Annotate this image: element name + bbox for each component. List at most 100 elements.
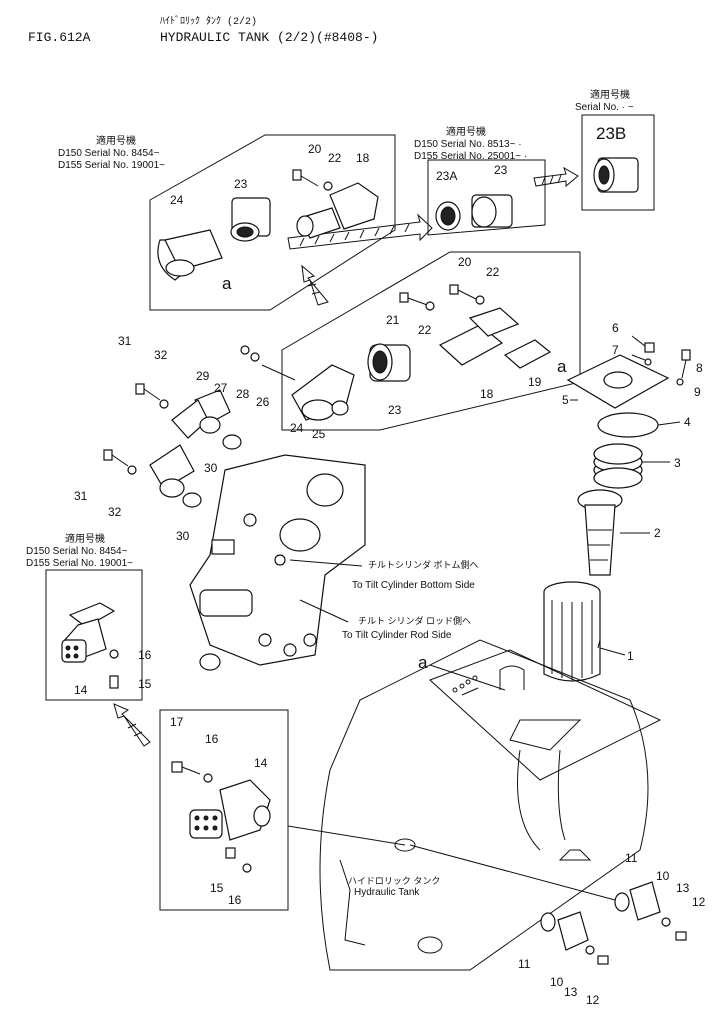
pipe-23-mid — [471, 194, 513, 228]
detail-frame-top-left — [149, 134, 396, 311]
serial-line-mid-left-2: D155 Serial No. 19001~ — [26, 558, 134, 569]
callout-15-box: 15 — [138, 677, 152, 691]
bolt-20-top — [292, 169, 319, 187]
title-japanese: ﾊｲﾄﾞﾛﾘｯｸ ﾀﾝｸ (2/2) — [160, 17, 258, 28]
serial-line-top-left-1: D150 Serial No. 8454~ — [58, 148, 160, 159]
callout-14-bottom: 14 — [254, 756, 268, 770]
gasket-19 — [503, 339, 552, 369]
serial-line-top-mid-2: D155 Serial No. 25001~ · — [414, 151, 528, 162]
o-ring-11-lower — [540, 912, 556, 932]
callout-16-box: 16 — [138, 648, 152, 662]
callout-31-upper: 31 — [118, 334, 132, 348]
callout-32-upper: 32 — [154, 348, 168, 362]
tilt-rod-label: To Tilt Cylinder Rod Side — [342, 630, 452, 641]
tilt-bottom-jp-label: チルトシリンダ ボトム側へ — [368, 560, 479, 570]
bolt-17 — [171, 761, 183, 773]
arrow-up-left — [113, 703, 151, 747]
tilt-bottom-label: To Tilt Cylinder Bottom Side — [352, 580, 475, 591]
callout-10-right: 10 — [656, 869, 670, 883]
tank-jp-label: ハイドロリック タンク — [348, 876, 441, 886]
callout-23B: 23B — [596, 124, 626, 143]
washer-16-box — [109, 649, 119, 659]
callout-23-mid: 23 — [494, 163, 508, 177]
callout-12-right: 12 — [692, 895, 706, 909]
serial-heading-mid-left: 適用号機 — [65, 534, 105, 545]
callout-20-top: 20 — [308, 142, 322, 156]
callout-26: 26 — [256, 395, 270, 409]
washer-16-upper — [203, 773, 213, 783]
callout-23-center: 23 — [388, 403, 402, 417]
callout-5: 5 — [562, 393, 569, 407]
o-ring-30-upper — [222, 434, 242, 450]
callout-15-bottom: 15 — [210, 881, 224, 895]
callout-1: 1 — [627, 649, 634, 663]
washer-16-lower — [242, 863, 252, 873]
pump-23-center — [367, 343, 411, 382]
callout-a-tank: a — [418, 653, 428, 672]
bolts-12-13 — [585, 917, 687, 965]
callout-6: 6 — [612, 321, 619, 335]
elbow-24-top — [157, 229, 223, 281]
bolt-15-box — [109, 675, 119, 689]
callout-31-lower: 31 — [74, 489, 88, 503]
strainer-14-bottom — [189, 779, 271, 841]
callout-22-center: 22 — [486, 265, 500, 279]
callout-32-lower: 32 — [108, 505, 122, 519]
hydraulic-tank — [319, 639, 662, 971]
callout-8: 8 — [696, 361, 703, 375]
callout-2: 2 — [654, 526, 661, 540]
pipe-23-top — [230, 197, 271, 242]
callout-11-right: 11 — [625, 851, 638, 865]
serial-line-top-right-1: Serial No. · ~ — [575, 102, 634, 113]
bolt-15-bottom — [225, 847, 236, 859]
callout-22-top: 22 — [328, 151, 342, 165]
callout-16-upper: 16 — [205, 732, 219, 746]
figure-title: HYDRAULIC TANK (2/2)(#8408-) — [160, 30, 379, 45]
fittings-26-27-28 — [240, 345, 296, 381]
callout-18-center: 18 — [480, 387, 494, 401]
o-ring-25 — [331, 400, 349, 416]
control-valve-block — [189, 454, 366, 671]
serial-line-mid-left-1: D150 Serial No. 8454~ — [26, 546, 128, 557]
callout-22-mid: 22 — [418, 323, 432, 337]
callout-20-center: 20 — [458, 255, 472, 269]
callout-a-top: a — [222, 274, 232, 293]
bolt-8-9 — [676, 349, 691, 386]
callout-24-center: 24 — [290, 421, 304, 435]
detail-frame-top-right — [581, 114, 655, 211]
cover-5 — [566, 354, 670, 409]
callout-30-upper: 30 — [204, 461, 218, 475]
callout-13-lower: 13 — [564, 985, 578, 999]
callout-21: 21 — [386, 313, 400, 327]
valve-2 — [577, 489, 623, 576]
arrow-to-top-right — [533, 166, 579, 188]
pipe-23B — [593, 157, 639, 193]
cover-10-right — [629, 881, 661, 921]
callout-24-top: 24 — [170, 193, 184, 207]
callout-a-center: a — [557, 357, 567, 376]
figure-number: FIG.612A — [28, 30, 91, 45]
bolt-6-7 — [644, 342, 655, 366]
detail-frame-bottom-left — [159, 709, 289, 911]
filter-element-1 — [543, 581, 601, 682]
detail-frame-top-mid — [427, 159, 546, 236]
callout-18-top: 18 — [356, 151, 370, 165]
flange-18-center — [438, 307, 520, 366]
bolts-20-21-center — [399, 284, 485, 311]
cover-10-lower — [557, 911, 589, 951]
tank-label: Hydraulic Tank — [354, 887, 420, 898]
serial-line-top-mid-1: D150 Serial No. 8513~ · — [414, 139, 522, 150]
callout-12-lower: 12 — [586, 993, 600, 1007]
o-ring-4 — [597, 412, 659, 438]
serial-heading-top-right: 適用号機 — [590, 90, 630, 101]
flange-18-top — [296, 182, 379, 239]
callout-17: 17 — [170, 715, 184, 729]
callout-7: 7 — [612, 343, 619, 357]
callout-10-lower: 10 — [550, 975, 564, 989]
o-ring-11-right — [614, 892, 630, 912]
tilt-rod-jp-label: チルト シリンダ ロッド側へ — [358, 616, 472, 626]
arrow-to-top-mid — [287, 213, 433, 250]
callout-16-lower: 16 — [228, 893, 242, 907]
leader-lines — [409, 335, 681, 901]
